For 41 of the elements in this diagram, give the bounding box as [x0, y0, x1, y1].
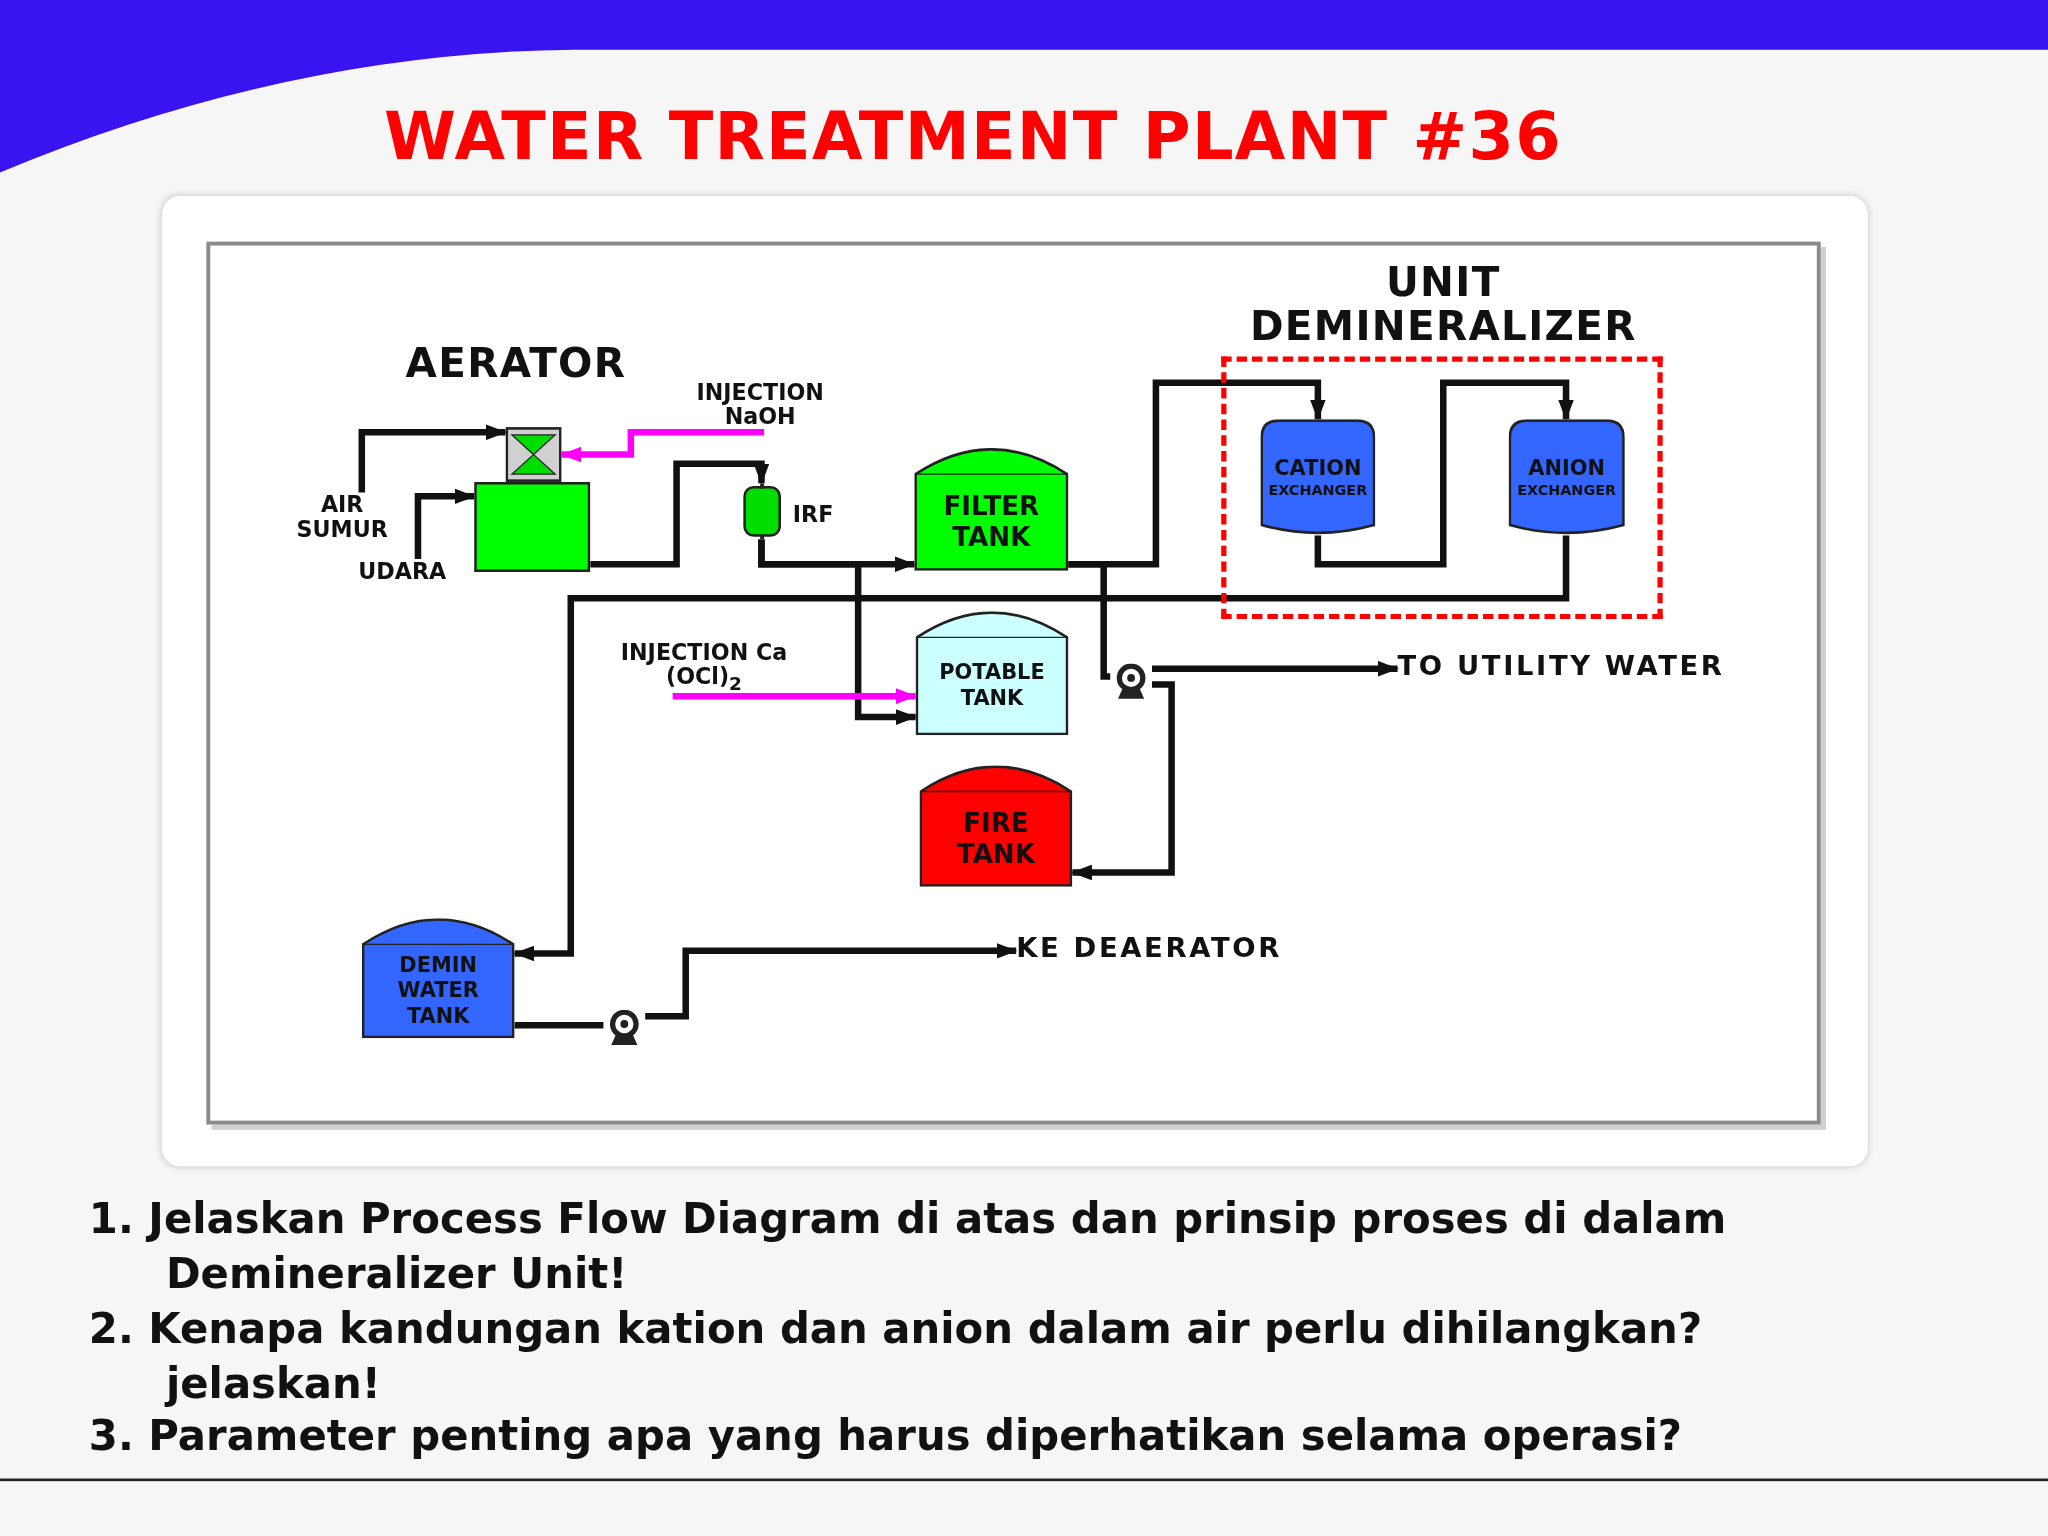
anion-exchanger [1508, 419, 1625, 536]
outlet-label: TO UTILITY WATER [1397, 651, 1770, 686]
tank-label: ANION [1528, 456, 1606, 482]
pipe-line [590, 460, 770, 568]
injection-label: INJECTION Ca (OCl)$_{2}$ [613, 640, 795, 697]
section-heading: AERATOR [404, 342, 628, 385]
tank-label: FIRE TANK [955, 806, 1037, 870]
question-text: 1. Jelaskan Process Flow Diagram di atas dan prinsip proses di dalam Demineralizer Unit! [88, 1192, 1728, 1301]
tank-label: EXCHANGER [1517, 481, 1617, 499]
filter-vessel [743, 483, 782, 540]
tank-label: FILTER TANK [942, 489, 1041, 553]
cation-exchanger [1260, 419, 1376, 536]
tank-label: DEMIN WATER TANK [396, 952, 480, 1028]
tank-label: EXCHANGER [1268, 481, 1368, 499]
source-label: AIR SUMUR [276, 492, 408, 545]
section-heading: UNIT DEMINERALIZER [1248, 261, 1638, 347]
question-text: 2. Kenapa kandungan kation dan anion dalam air perlu dihilangkan? jelaskan! [88, 1302, 1704, 1410]
source-label: UDARA [342, 559, 463, 586]
filter-tank [914, 448, 1069, 571]
pipe-line [1071, 681, 1175, 881]
pipe-line [358, 424, 507, 493]
pipe-line [758, 539, 917, 725]
pipe-line [514, 1022, 604, 1029]
pipe-line [1314, 379, 1574, 568]
injection-line [672, 688, 917, 704]
pipe-line [1068, 560, 1111, 680]
injection-label: INJECTION NaOH [668, 380, 852, 433]
aeration-basin [474, 481, 591, 573]
equipment-label: IRF [792, 501, 834, 528]
potable-tank [915, 611, 1069, 736]
pipe-line [513, 535, 1570, 962]
aeration-tower [505, 427, 562, 482]
outlet-label: KE DEAERATOR [1016, 933, 1337, 968]
page-title: WATER TREATMENT PLANT #36 [383, 99, 1564, 175]
tank-label: POTABLE TANK [938, 660, 1046, 711]
demineralizer-unit-border [1221, 356, 1663, 620]
question-text: 3. Parameter penting apa yang harus diperhatikan selama operasi? [88, 1409, 1684, 1463]
demin-water-tank [361, 918, 515, 1039]
injection-line [560, 429, 765, 463]
tank-label: CATION [1274, 456, 1362, 482]
fire-tank [919, 765, 1073, 887]
